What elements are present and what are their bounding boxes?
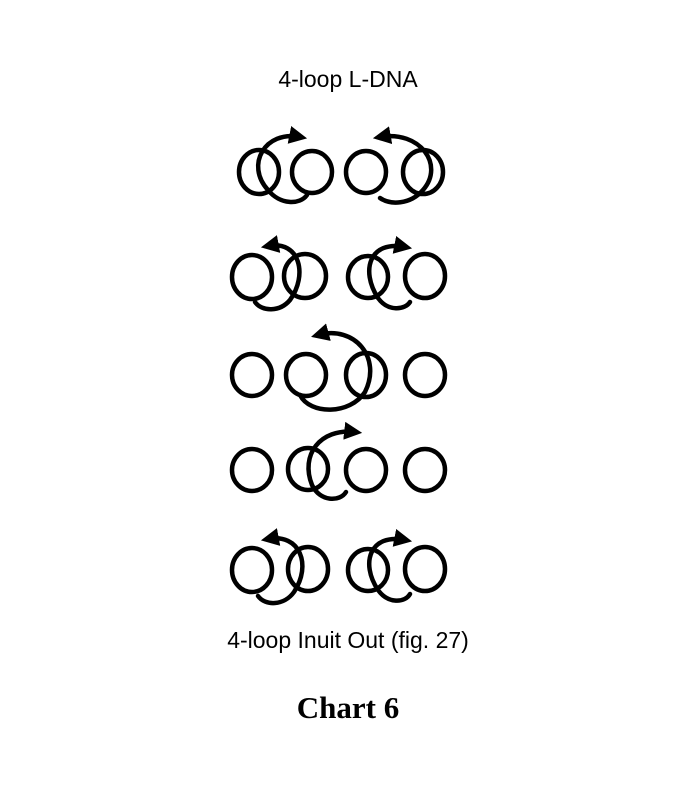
link-arc [367, 529, 413, 603]
loop [345, 546, 391, 594]
loop [345, 253, 391, 301]
row-4 [229, 421, 448, 501]
loop [402, 446, 448, 494]
figure-title: 4-loop L-DNA [278, 66, 418, 92]
loop [229, 545, 275, 595]
chart-number: Chart 6 [296, 690, 400, 725]
loop [402, 544, 448, 594]
loop [229, 351, 275, 399]
loop [402, 251, 448, 301]
row-2 [229, 235, 448, 312]
loop [229, 446, 275, 494]
link-arc [255, 126, 310, 205]
loop [229, 252, 275, 302]
link-arc [297, 323, 373, 412]
link-arc [255, 528, 305, 606]
loop [281, 251, 329, 301]
link-arc [306, 421, 363, 501]
row-1 [236, 126, 446, 205]
link-arc [252, 235, 302, 312]
loop [343, 148, 389, 196]
link-arc [372, 126, 434, 205]
loop [236, 147, 282, 197]
loop [285, 544, 331, 594]
figure-caption: 4-loop Inuit Out (fig. 27) [227, 627, 469, 653]
loop [283, 351, 329, 399]
loop [402, 351, 448, 399]
row-5 [229, 528, 448, 606]
link-arc [367, 236, 413, 311]
row-3 [229, 323, 448, 412]
loop [343, 446, 389, 494]
loop [285, 445, 331, 493]
loop [289, 148, 335, 196]
